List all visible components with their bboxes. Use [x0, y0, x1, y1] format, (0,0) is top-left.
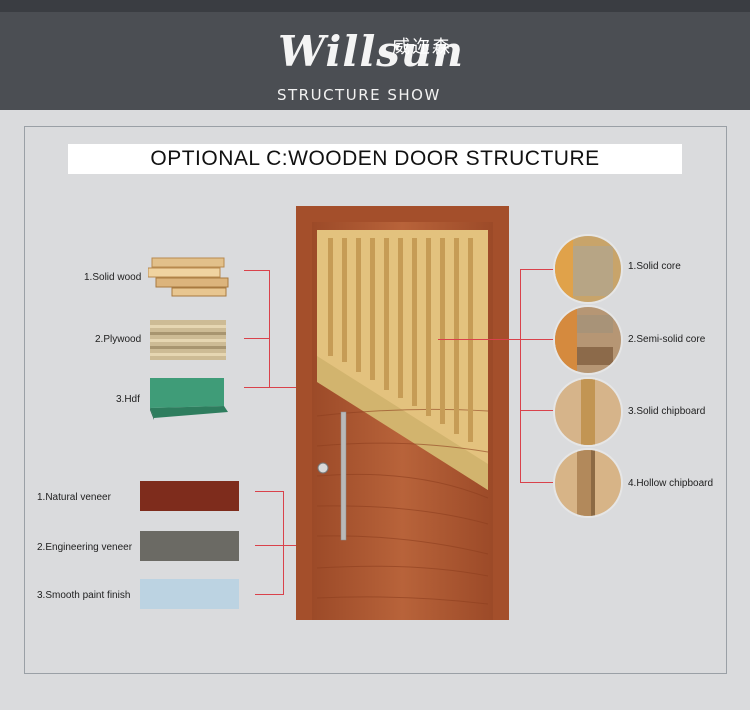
core-label-semi-solid-core: 2.Semi-solid core — [628, 334, 706, 345]
engineering-veneer-swatch — [140, 531, 239, 561]
core-label-solid-core: 1.Solid core — [628, 261, 681, 272]
door-illustration — [296, 206, 509, 620]
finish-label-natural-veneer: 1.Natural veneer — [37, 492, 111, 503]
leader-line — [244, 387, 270, 388]
plywood-sample-image — [150, 320, 226, 360]
natural-veneer-swatch — [140, 481, 239, 511]
semi-solid-core-image — [555, 307, 621, 373]
leader-line — [520, 410, 554, 411]
solid-core-image — [555, 236, 621, 302]
solid-wood-sample-image — [148, 257, 229, 297]
leader-line — [520, 269, 521, 411]
hdf-sample-image — [150, 378, 228, 420]
brand-logo: Willsun — [278, 27, 465, 76]
solid-chipboard-image — [555, 379, 621, 445]
material-label-plywood: 2.Plywood — [95, 334, 142, 345]
leader-line — [255, 545, 335, 546]
title-box: OPTIONAL C:WOODEN DOOR STRUCTURE — [68, 144, 682, 174]
page-title: OPTIONAL C:WOODEN DOOR STRUCTURE — [150, 147, 600, 170]
core-label-hollow-chipboard: 4.Hollow chipboard — [628, 478, 714, 489]
leader-line — [255, 491, 283, 492]
material-label-hdf: 3.Hdf — [116, 394, 140, 405]
header-subtitle: STRUCTURE SHOW — [277, 86, 441, 104]
leader-line — [520, 482, 554, 483]
leader-line — [255, 594, 283, 595]
leader-line — [520, 410, 521, 483]
finish-label-engineering-veneer: 2.Engineering veneer — [37, 542, 133, 553]
content-frame — [24, 126, 727, 674]
brand-logo-chinese: 威迩森 — [392, 37, 452, 58]
leader-line — [244, 338, 270, 339]
leader-line — [520, 269, 554, 270]
leader-line — [283, 491, 284, 595]
finish-label-smooth-paint: 3.Smooth paint finish — [37, 590, 131, 601]
leader-line — [269, 270, 270, 388]
smooth-paint-swatch — [140, 579, 239, 609]
leader-line — [244, 270, 270, 271]
header-top-bar — [0, 0, 750, 12]
material-label-solid-wood: 1.Solid wood — [84, 272, 142, 283]
leader-line — [438, 339, 554, 340]
hollow-chipboard-image — [555, 450, 621, 516]
header-banner: Willsun 威迩森 STRUCTURE SHOW — [0, 0, 750, 110]
core-label-solid-chipboard: 3.Solid chipboard — [628, 406, 706, 417]
